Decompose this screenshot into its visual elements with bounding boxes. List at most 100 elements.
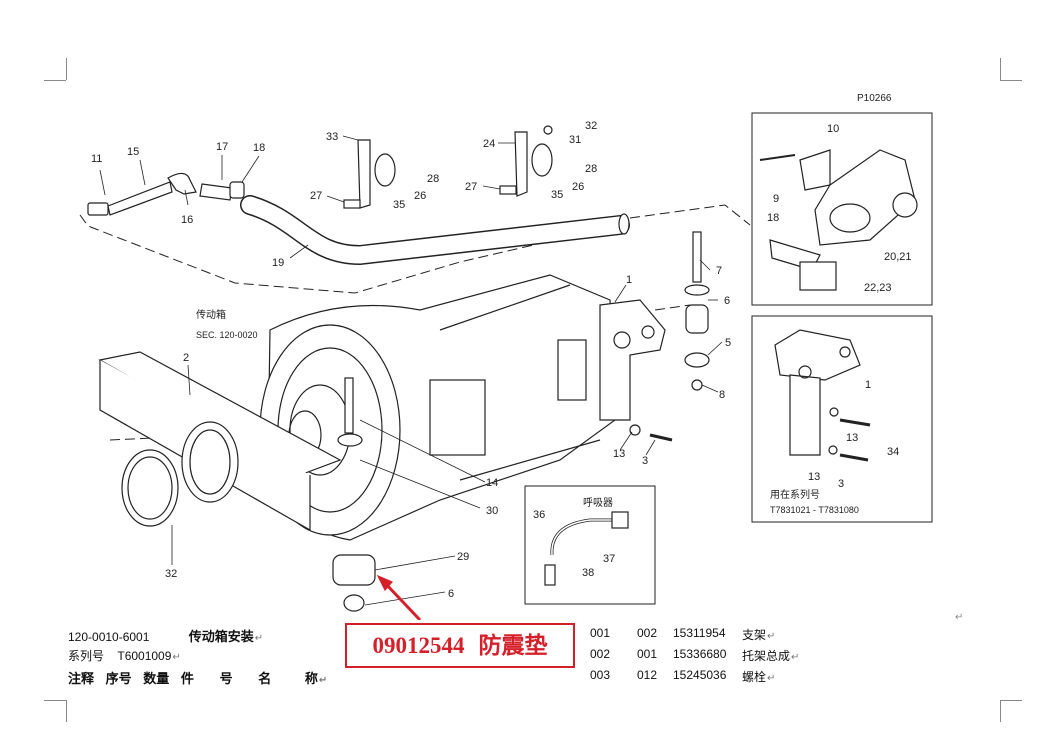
callout-35b: 35: [551, 189, 563, 201]
row-part-no: 15311954: [673, 626, 726, 640]
alt-bracket-inset: 1 13 34 13 3 用在系列号 T7831021 - T7831080: [751, 315, 933, 523]
crop-mark-tl-h: [44, 80, 66, 81]
callout-27a: 28: [427, 173, 439, 185]
support-bar: [98, 351, 342, 532]
row-seq: 003: [590, 668, 611, 682]
doc-header-line: 120-0010-6001 传动箱安装↵: [68, 629, 264, 644]
inset-callout-3: 3: [838, 478, 844, 490]
breather-label: 呼吸器: [583, 497, 613, 509]
row-qty: 001: [637, 647, 658, 661]
callout-27b: 28: [585, 163, 597, 175]
inset-callout-13b: 13: [808, 471, 820, 483]
highlight-arrow: [376, 574, 422, 620]
header-qty: 数量: [143, 671, 170, 686]
inset-callout-10: 10: [827, 123, 839, 135]
row-name: 支架↵: [742, 628, 776, 642]
callout-35a: 35: [393, 199, 405, 211]
crop-mark-br-v: [1000, 700, 1001, 722]
breather-hose: [240, 195, 630, 266]
main-callout-numbers: 11 15 16 17 18 19 33 27 35 26 28 24 27 3…: [91, 120, 731, 600]
callout-30: 31: [569, 134, 581, 146]
table-header-line: 注释 序号 数量 件 号 名 称↵: [68, 671, 328, 686]
callout-19: 19: [272, 257, 284, 269]
row-part-no: 15336680: [673, 647, 727, 661]
section-name: 传动箱: [196, 308, 226, 321]
crop-mark-tr-v: [1000, 58, 1001, 80]
callout-14: 14: [486, 477, 498, 489]
callout-28: 29: [457, 551, 469, 563]
crop-mark-bl-h: [44, 700, 66, 701]
header-seq: 序号: [105, 671, 132, 686]
header-title: 称: [304, 671, 318, 686]
doc-number: 120-0010-6001: [68, 630, 150, 644]
crop-mark-bl-v: [66, 700, 67, 722]
callout-38: 38: [582, 567, 594, 579]
callout-33: 33: [326, 131, 338, 143]
inset-callout-1: 1: [865, 379, 871, 391]
serial-range-title: 用在系列号: [770, 488, 820, 501]
latch-detail-inset: 10 9 18 20,21 22,23: [751, 112, 933, 306]
callout-4: 5: [725, 337, 731, 349]
callout-15: 15: [127, 146, 139, 158]
clip-bracket-33: [343, 139, 396, 209]
serial-range-value: T7831021 - T7831080: [770, 505, 859, 515]
inset-callout-22-23: 22,23: [864, 282, 892, 294]
callout-18: 18: [253, 142, 265, 154]
transmission-housing: [259, 274, 616, 541]
callout-7: 7: [716, 265, 722, 277]
leader-lines: [99, 135, 723, 606]
callout-5: 6: [724, 295, 730, 307]
inset-callout-34: 34: [887, 446, 899, 458]
crop-mark-tr-h: [1000, 80, 1022, 81]
callout-8: 8: [719, 389, 725, 401]
inset-callout-9: 9: [773, 193, 779, 205]
callout-25a: 26: [414, 190, 426, 202]
mount-bracket: [557, 299, 666, 421]
series-value: T6001009: [117, 649, 172, 663]
callout-29: 30: [486, 505, 498, 517]
crop-mark-tl-v: [66, 58, 67, 80]
hose-fittings: [87, 172, 245, 216]
row-part-no: 15245036: [673, 668, 727, 682]
series-label: 系列号: [68, 649, 105, 663]
page-code: P10266: [857, 93, 892, 104]
callout-26a: 27: [310, 190, 322, 202]
header-no: 号: [219, 671, 233, 686]
callout-13: 13: [613, 448, 625, 460]
callout-31: 32: [585, 120, 597, 132]
callout-36: 36: [533, 509, 545, 521]
row-seq: 002: [590, 647, 611, 661]
callout-17: 17: [216, 141, 228, 153]
row-qty: 002: [637, 626, 658, 640]
inset-callout-13a: 13: [846, 432, 858, 444]
row-name: 托架总成↵: [742, 649, 800, 663]
row-qty: 012: [637, 668, 658, 682]
callout-26b: 27: [465, 181, 477, 193]
header-note: 注释: [68, 671, 95, 686]
callout-1: 1: [626, 274, 632, 286]
series-line: 系列号 T6001009↵: [68, 649, 181, 663]
callout-2: 2: [183, 352, 189, 364]
header-part: 件: [180, 671, 194, 686]
callout-32: 32: [165, 568, 177, 580]
exploded-parts-diagram: P10266: [79, 93, 963, 620]
highlight-part-number: 09012544: [372, 633, 465, 658]
callout-3: 3: [642, 455, 648, 467]
callout-6-label: 6: [448, 588, 454, 600]
header-name: 名: [258, 671, 272, 686]
row-seq: 001: [590, 626, 611, 640]
breather-inset: 呼吸器 36 37 38: [524, 485, 656, 605]
row-name: 螺栓↵: [742, 670, 776, 684]
inset-callout-20-21: 20,21: [884, 251, 912, 263]
crop-mark-br-h: [1000, 700, 1022, 701]
callout-11: 11: [91, 153, 102, 165]
inset-callout-18: 18: [767, 212, 779, 224]
callout-16: 16: [181, 214, 193, 226]
paragraph-mark-top: ↵: [955, 612, 963, 620]
clip-bracket-24: [499, 125, 553, 197]
callout-37: 37: [603, 553, 615, 565]
doc-title: 传动箱安装: [188, 629, 254, 644]
section-ref: SEC. 120-0020: [196, 330, 258, 340]
callout-24: 24: [483, 138, 495, 150]
